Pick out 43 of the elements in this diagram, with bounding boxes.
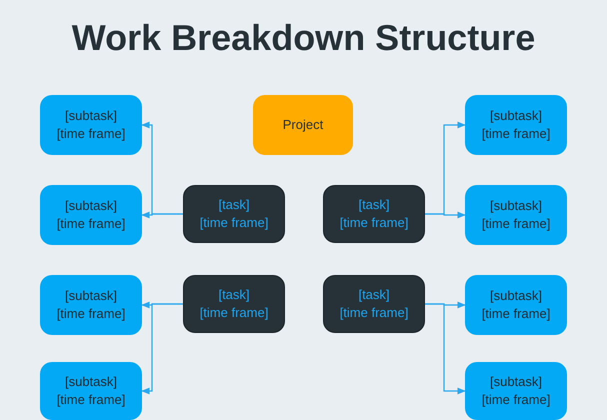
node-text: [time frame]: [56, 391, 126, 409]
node-text: [time frame]: [482, 125, 550, 143]
node-text: Project: [282, 116, 324, 134]
node-text: [subtask]: [64, 197, 118, 215]
title: Work Breakdown Structure: [70, 16, 536, 60]
node-text: [time frame]: [340, 304, 408, 322]
subtask-box: [465, 95, 567, 155]
node-text: [task]: [358, 196, 390, 214]
subtask-box: [465, 185, 567, 245]
node-text: [time frame]: [482, 305, 550, 323]
subtask-box: [40, 185, 142, 245]
node-text: [subtask]: [64, 373, 118, 391]
subtask-box: [465, 362, 567, 420]
node-text: [subtask]: [490, 287, 542, 305]
project-box: [253, 95, 353, 155]
subtask-box: [465, 275, 567, 335]
task-box: [323, 275, 425, 333]
node-text: [task]: [358, 286, 390, 304]
task-box: [183, 275, 285, 333]
node-text: [time frame]: [200, 304, 268, 322]
node-text: [time frame]: [56, 125, 126, 143]
arrow: [425, 303, 466, 394]
subtask-box: [40, 95, 142, 155]
node-text: [time frame]: [200, 214, 268, 232]
node-text: [subtask]: [64, 107, 118, 125]
node-text: [time frame]: [482, 215, 550, 233]
node-text: [time frame]: [56, 215, 126, 233]
subtask-box: [40, 362, 142, 420]
node-text: [time frame]: [56, 305, 126, 323]
node-text: [time frame]: [340, 214, 408, 232]
node-text: [subtask]: [490, 373, 542, 391]
task-box: [323, 185, 425, 243]
node-text: [subtask]: [490, 107, 542, 125]
task-box: [183, 185, 285, 243]
node-text: [time frame]: [482, 391, 550, 409]
node-text: [subtask]: [490, 197, 542, 215]
node-text: [task]: [218, 286, 250, 304]
node-text: [subtask]: [64, 287, 118, 305]
subtask-box: [40, 275, 142, 335]
arrow: [141, 212, 183, 218]
arrow: [425, 212, 466, 218]
node-text: [task]: [218, 196, 250, 214]
arrow: [141, 303, 183, 394]
